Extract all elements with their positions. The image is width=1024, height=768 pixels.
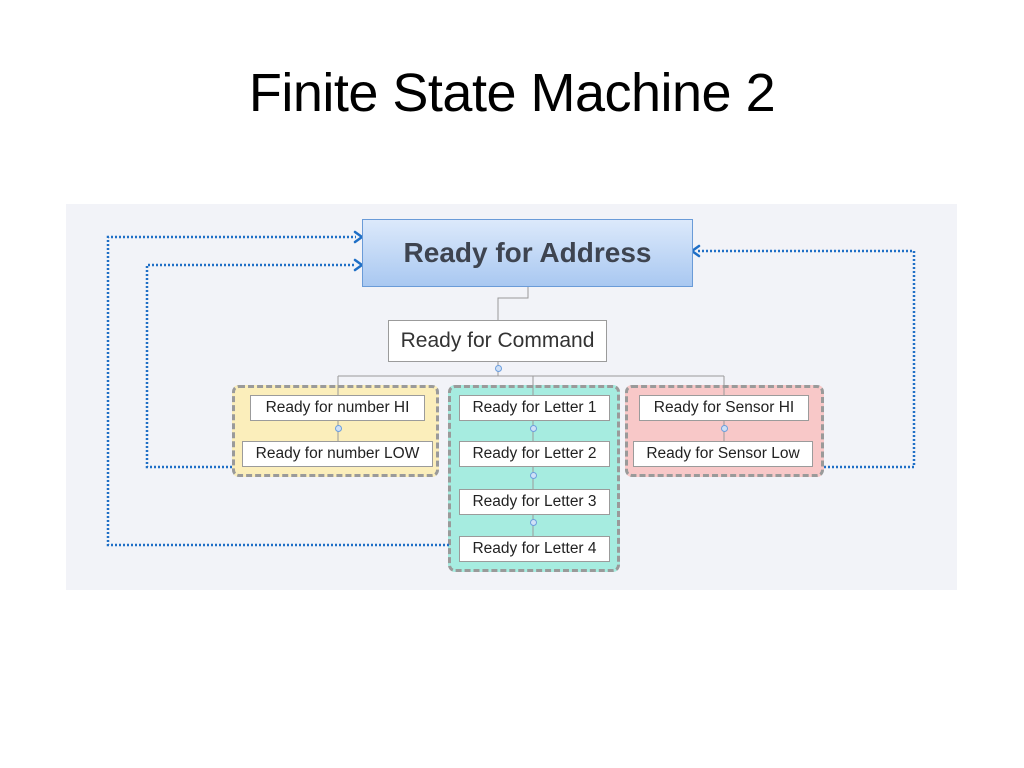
- ready-for-number-hi-node: Ready for number HI: [250, 395, 425, 421]
- command-collapse-icon[interactable]: [495, 365, 502, 372]
- sensor-low-return-arrow: [698, 249, 916, 469]
- arrowhead-right: [689, 244, 701, 258]
- ready-for-letter-3-node: Ready for Letter 3: [459, 489, 610, 515]
- slide-title: Finite State Machine 2: [248, 63, 776, 123]
- ready-for-sensor-low-node: Ready for Sensor Low: [633, 441, 813, 467]
- letter4-return-arrow: [106, 235, 449, 547]
- ready-for-letter-2-node: Ready for Letter 2: [459, 441, 610, 467]
- ready-for-sensor-hi-node: Ready for Sensor HI: [639, 395, 809, 421]
- arrowhead-outer-left: [353, 230, 365, 244]
- ready-for-number-low-node: Ready for number LOW: [242, 441, 433, 467]
- ready-for-command-node: Ready for Command: [388, 320, 607, 362]
- root-to-command-line: [497, 287, 529, 320]
- arrowhead-inner-left: [353, 258, 365, 272]
- letter2-collapse-icon[interactable]: [530, 472, 537, 479]
- number-low-return-arrow: [145, 263, 356, 469]
- letter1-collapse-icon[interactable]: [530, 425, 537, 432]
- number-collapse-icon[interactable]: [335, 425, 342, 432]
- sensor-collapse-icon[interactable]: [721, 425, 728, 432]
- ready-for-letter-1-node: Ready for Letter 1: [459, 395, 610, 421]
- letter3-collapse-icon[interactable]: [530, 519, 537, 526]
- tree-connectors: [337, 287, 725, 537]
- ready-for-letter-4-node: Ready for Letter 4: [459, 536, 610, 562]
- state-diagram: Ready for Address Ready for Command Read…: [66, 204, 957, 590]
- ready-for-address-node: Ready for Address: [362, 219, 693, 287]
